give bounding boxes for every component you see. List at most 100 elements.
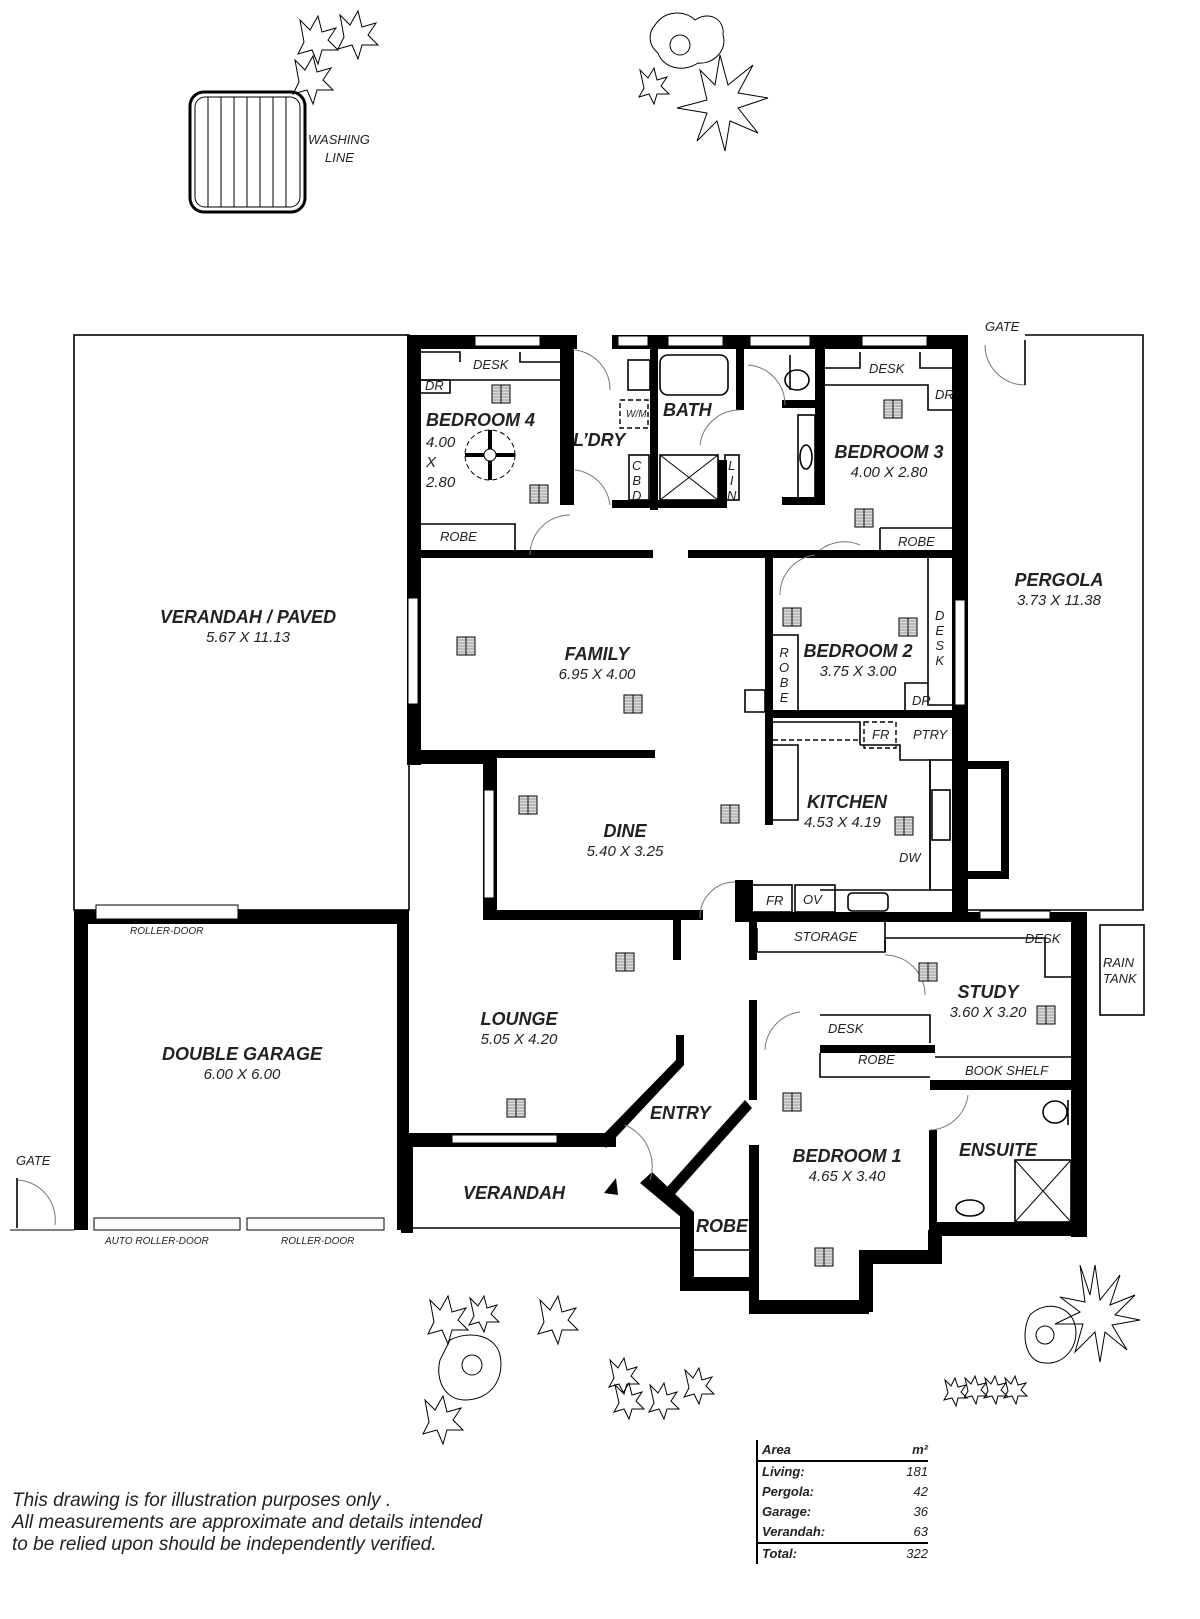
letter: S — [935, 638, 945, 653]
room-dims-bedroom-3: 4.00 X 2.80 — [850, 464, 928, 481]
room-name-verandah: VERANDAH — [463, 1183, 566, 1203]
room-name-bedroom-1: BEDROOM 1 — [792, 1146, 902, 1166]
ceiling-vent-icon — [506, 1098, 526, 1118]
area-table-header: Area m² — [756, 1440, 928, 1462]
room-dims-bedroom-4-x: X — [426, 454, 437, 471]
fixture-outlines — [10, 351, 1145, 1291]
ceiling-vent-icon — [615, 952, 635, 972]
fixture-dr-bedroom-3: DR — [935, 387, 954, 402]
letter: K — [935, 653, 945, 668]
disclaimer-note: This drawing is for illustration purpose… — [12, 1490, 482, 1556]
disclaimer-line: to be relied upon should be independentl… — [12, 1534, 437, 1555]
room-name-entry: ENTRY — [650, 1103, 711, 1123]
label-washing-line-2: LINE — [325, 150, 354, 165]
disclaimer-line: All measurements are approximate and det… — [12, 1512, 482, 1533]
fixture-fridge-pantry: FR — [872, 727, 890, 742]
ceiling-vent-icon — [1036, 1005, 1056, 1025]
room-name-lounge: LOUNGE — [480, 1009, 558, 1029]
room-dims-bedroom-2: 3.75 X 3.00 — [819, 663, 897, 680]
letter: B — [632, 473, 642, 488]
area-row-value: 36 — [913, 1504, 928, 1519]
fixture-desk-bedroom-4: DESK — [473, 357, 509, 372]
fixture-book-shelf: BOOK SHELF — [965, 1063, 1049, 1078]
room-dims-double-garage: 6.00 X 6.00 — [203, 1066, 281, 1083]
ceiling-vent-icon — [782, 1092, 802, 1112]
plant-icon — [292, 9, 380, 106]
label-rain-tank-1: RAIN — [1103, 955, 1135, 970]
area-row: Living: 181 — [756, 1462, 928, 1482]
room-dims-bedroom-4-a: 4.00 — [426, 434, 456, 451]
fixture-dr-bedroom-2: DR — [912, 693, 931, 708]
room-dims-family: 6.95 X 4.00 — [558, 666, 636, 683]
label-gate-left: GATE — [16, 1153, 51, 1168]
disclaimer-line: This drawing is for illustration purpose… — [12, 1490, 392, 1511]
letter: D — [632, 488, 642, 503]
letter: N — [727, 488, 737, 503]
room-name-dine: DINE — [603, 821, 647, 841]
pergola-outline — [965, 334, 1144, 911]
plant-icon — [422, 1294, 716, 1446]
washing-line-icon — [188, 90, 307, 214]
ceiling-vent-icon — [918, 962, 938, 982]
area-header-unit: m² — [912, 1442, 928, 1457]
entry-arrow-icon — [604, 1178, 618, 1195]
room-name-family: FAMILY — [564, 644, 630, 664]
room-name-bedroom-3: BEDROOM 3 — [834, 442, 944, 462]
fixture-robe-bedroom-1: ROBE — [858, 1052, 895, 1067]
letter: L — [728, 458, 736, 473]
room-dims-kitchen: 4.53 X 4.19 — [804, 814, 881, 831]
ceiling-vent-icon — [883, 399, 903, 419]
area-row: Garage: 36 — [756, 1502, 928, 1522]
ceiling-vent-icon — [854, 508, 874, 528]
room-dims-lounge: 5.05 X 4.20 — [480, 1031, 558, 1048]
ceiling-vent-icon — [491, 384, 511, 404]
ceiling-vent-icon — [720, 804, 740, 824]
fixture-robe-bedroom-4: ROBE — [440, 529, 477, 544]
area-row-label: Living: — [762, 1464, 805, 1479]
letter: E — [779, 690, 789, 705]
area-row: Verandah: 63 — [756, 1522, 928, 1544]
ceiling-vent-icon — [814, 1247, 834, 1267]
area-row-value: 181 — [906, 1464, 928, 1479]
walls — [74, 335, 1087, 1314]
area-row: Pergola: 42 — [756, 1482, 928, 1502]
door-swings — [16, 340, 1026, 1228]
ceiling-vent-icon — [623, 694, 643, 714]
label-rain-tank-2: TANK — [1103, 971, 1137, 986]
room-dims-bedroom-1: 4.65 X 3.40 — [808, 1168, 886, 1185]
room-dims-pergola: 3.73 X 11.38 — [1017, 592, 1101, 609]
room-name-verandah-paved: VERANDAH / PAVED — [159, 607, 337, 627]
room-name-pergola: PERGOLA — [1014, 570, 1104, 590]
fixture-dr-bedroom-4: DR — [425, 378, 444, 393]
room-name-kitchen: KITCHEN — [807, 792, 887, 812]
shrub-icon — [942, 1264, 1141, 1408]
room-dims-verandah-paved: 5.67 X 11.13 — [206, 629, 290, 646]
room-name-robe-entry: ROBE — [696, 1216, 749, 1236]
label-auto-roller-door: AUTO ROLLER-DOOR — [105, 1236, 209, 1247]
fixture-dishwasher: DW — [899, 850, 921, 865]
fixture-washing-machine: W/M — [626, 409, 647, 420]
ceiling-vent-icon — [894, 816, 914, 836]
label-roller-door-bottom: ROLLER-DOOR — [281, 1236, 355, 1247]
room-name-bath: BATH — [663, 400, 712, 420]
room-name-laundry: L’DRY — [573, 430, 626, 450]
letter: D — [935, 608, 945, 623]
room-name-study: STUDY — [957, 982, 1019, 1002]
letter: E — [935, 623, 945, 638]
room-dims-study: 3.60 X 3.20 — [949, 1004, 1027, 1021]
fixture-robe-bedroom-3: ROBE — [898, 534, 935, 549]
letter: I — [729, 473, 734, 488]
letter: O — [779, 660, 790, 675]
label-roller-door-top: ROLLER-DOOR — [130, 926, 204, 937]
roller-door-icon — [246, 1217, 385, 1231]
ceiling-fixture-icons — [456, 384, 1056, 1267]
area-row-label: Pergola: — [762, 1484, 815, 1499]
ceiling-vent-icon — [456, 636, 476, 656]
fixture-desk-bedroom-3: DESK — [869, 361, 905, 376]
ceiling-vent-icon — [529, 484, 549, 504]
area-header-label: Area — [762, 1442, 791, 1457]
room-name-bedroom-4: BEDROOM 4 — [426, 410, 536, 430]
area-row-value: 63 — [913, 1524, 928, 1539]
